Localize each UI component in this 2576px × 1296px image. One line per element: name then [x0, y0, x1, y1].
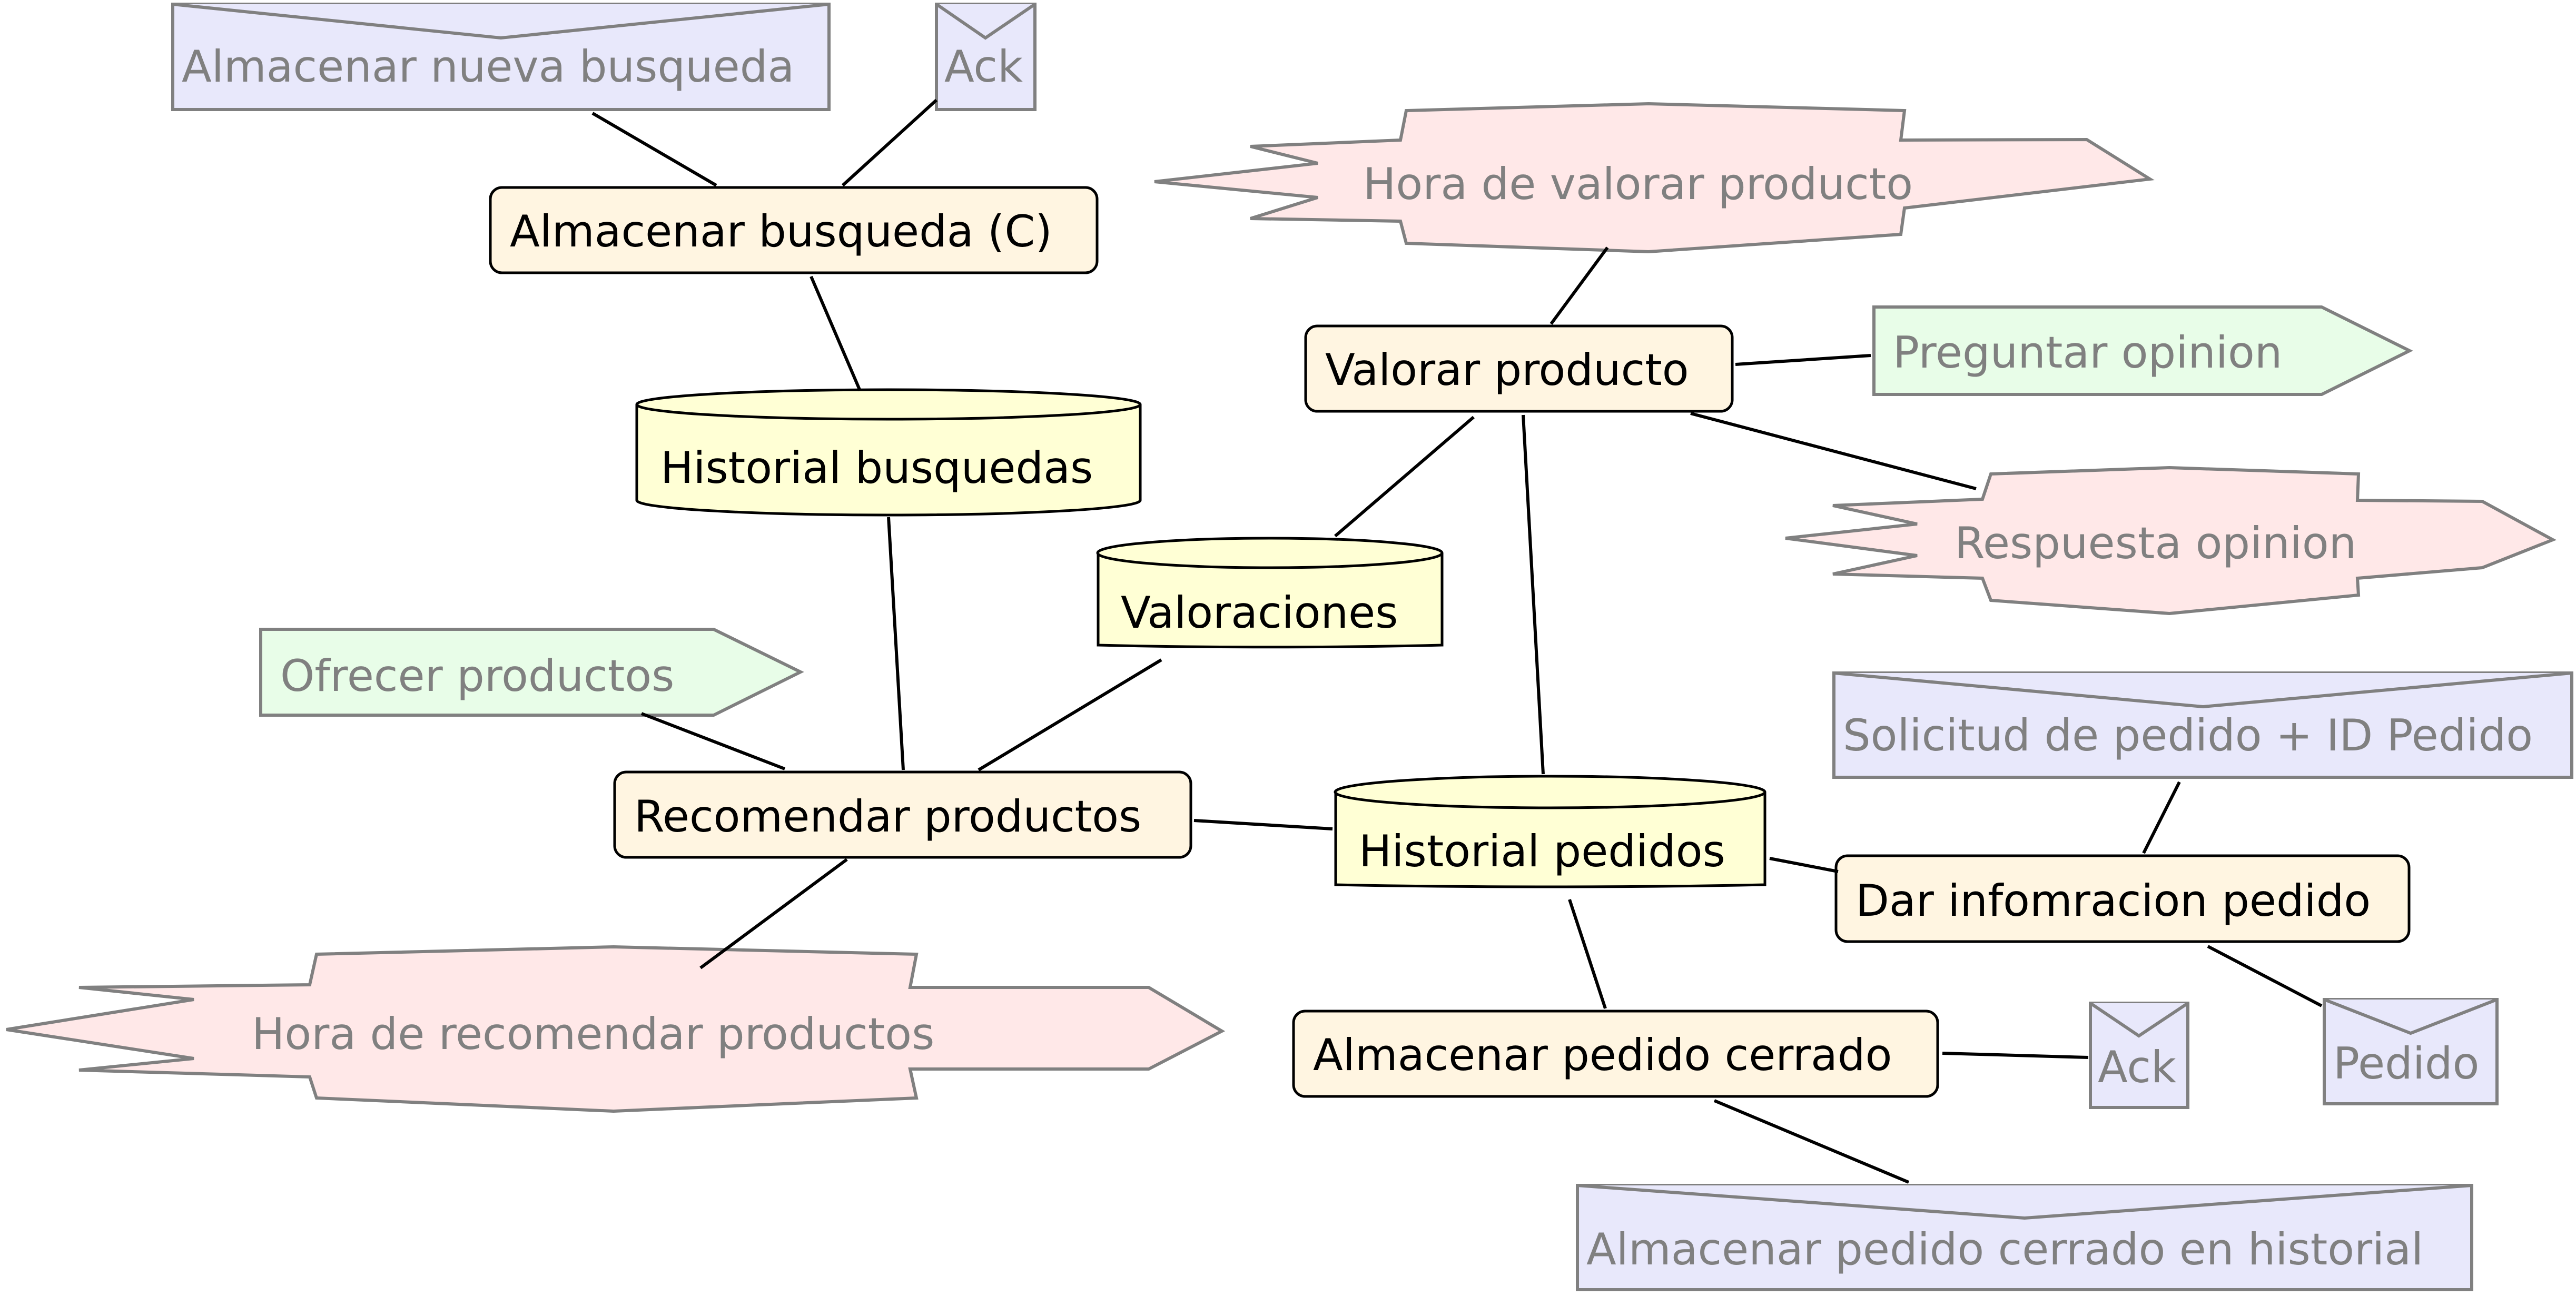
output-message-ofrecer-productos: Ofrecer productos: [259, 628, 804, 717]
edge-hora-recomendar-to-recomendar: [699, 858, 848, 969]
label-preguntar-opinion: Preguntar opinion: [1893, 327, 2282, 378]
event-hora-recomendar-productos: Hora de recomendar productos: [6, 945, 1226, 1113]
ack-message-bottom: Ack: [2089, 1002, 2189, 1109]
label-historial-pedidos: Historial pedidos: [1359, 826, 1725, 877]
store-historial-busquedas: Historial busquedas: [635, 388, 1142, 517]
edge-recomendar-to-ofrecer-productos: [640, 712, 786, 770]
input-message-almacenar-pedido-cerrado-historial: Almacenar pedido cerrado en historial: [1576, 1184, 2473, 1291]
event-respuesta-opinion: Respuesta opinion: [1785, 466, 2557, 616]
label-almacenar-nueva-busqueda: Almacenar nueva busqueda: [182, 41, 794, 92]
edge-historial-msg-to-almacenar-pedido-cerrado: [1713, 1099, 1910, 1184]
label-ack-bottom: Ack: [2098, 1042, 2176, 1093]
store-valoraciones: Valoraciones: [1096, 537, 1444, 649]
event-hora-valorar-producto: Hora de valorar producto: [1154, 102, 2155, 254]
label-dar-informacion-pedido: Dar infomracion pedido: [1855, 875, 2371, 926]
label-recomendar-productos: Recomendar productos: [634, 791, 1141, 842]
edge-historial-pedidos-to-valorar: [1522, 414, 1545, 775]
edges: [591, 98, 2323, 1184]
label-ack-top: Ack: [944, 41, 1023, 92]
input-message-almacenar-nueva-busqueda: Almacenar nueva busqueda: [171, 3, 831, 111]
edge-valorar-to-preguntar-opinion: [1735, 354, 1871, 366]
edge-historial-pedidos-to-recomendar: [1193, 819, 1333, 830]
edge-valorar-to-valoraciones: [1334, 415, 1475, 538]
label-hora-valorar-producto: Hora de valorar producto: [1363, 159, 1913, 210]
edge-historial-pedidos-to-dar-informacion: [1769, 857, 1839, 873]
label-solicitud-pedido: Solicitud de pedido + ID Pedido: [1843, 710, 2533, 761]
edge-hora-valorar-to-valorar: [1549, 246, 1609, 325]
process-almacenar-busqueda: Almacenar busqueda (C): [489, 186, 1099, 274]
edge-historial-busquedas-to-recomendar: [887, 517, 905, 770]
process-almacenar-pedido-cerrado: Almacenar pedido cerrado: [1292, 1010, 1939, 1098]
label-almacenar-busqueda: Almacenar busqueda (C): [510, 206, 1052, 257]
label-valoraciones: Valoraciones: [1121, 587, 1398, 638]
label-ofrecer-productos: Ofrecer productos: [280, 650, 674, 701]
edge-valoraciones-to-recomendar: [978, 658, 1162, 771]
output-message-preguntar-opinion: Preguntar opinion: [1872, 305, 2413, 396]
process-recomendar-productos: Recomendar productos: [613, 770, 1192, 859]
process-dar-informacion-pedido: Dar infomracion pedido: [1834, 854, 2411, 943]
label-historial-busquedas: Historial busquedas: [660, 442, 1093, 493]
store-historial-pedidos: Historial pedidos: [1334, 775, 1766, 888]
edge-almacenar-pedido-cerrado-to-ack: [1942, 1052, 2089, 1059]
label-almacenar-pedido-cerrado: Almacenar pedido cerrado: [1313, 1030, 1892, 1081]
label-valorar-producto: Valorar producto: [1325, 344, 1689, 395]
label-hora-recomendar-productos: Hora de recomendar productos: [252, 1008, 934, 1060]
input-message-solicitud-pedido: Solicitud de pedido + ID Pedido: [1832, 671, 2573, 779]
edge-almacenar-busqueda-to-historial-busquedas: [810, 275, 862, 392]
label-respuesta-opinion: Respuesta opinion: [1955, 518, 2356, 569]
edge-almacenar-pedido-cerrado-to-historial-pedidos: [1568, 899, 1607, 1009]
label-pedido: Pedido: [2333, 1038, 2479, 1089]
ack-message-top: Ack: [935, 3, 1037, 111]
edge-dar-informacion-to-pedido: [2207, 945, 2323, 1007]
message-pedido: Pedido: [2323, 998, 2499, 1105]
label-almacenar-pedido-cerrado-historial: Almacenar pedido cerrado en historial: [1586, 1224, 2423, 1275]
edge-respuesta-opinion-to-valorar: [1690, 412, 1977, 490]
edge-nueva-busqueda-to-almacenar-busqueda: [591, 112, 717, 187]
edge-almacenar-busqueda-to-ack: [841, 98, 938, 187]
process-valorar-producto: Valorar producto: [1304, 324, 1734, 413]
edge-solicitud-to-dar-informacion: [2142, 781, 2181, 854]
